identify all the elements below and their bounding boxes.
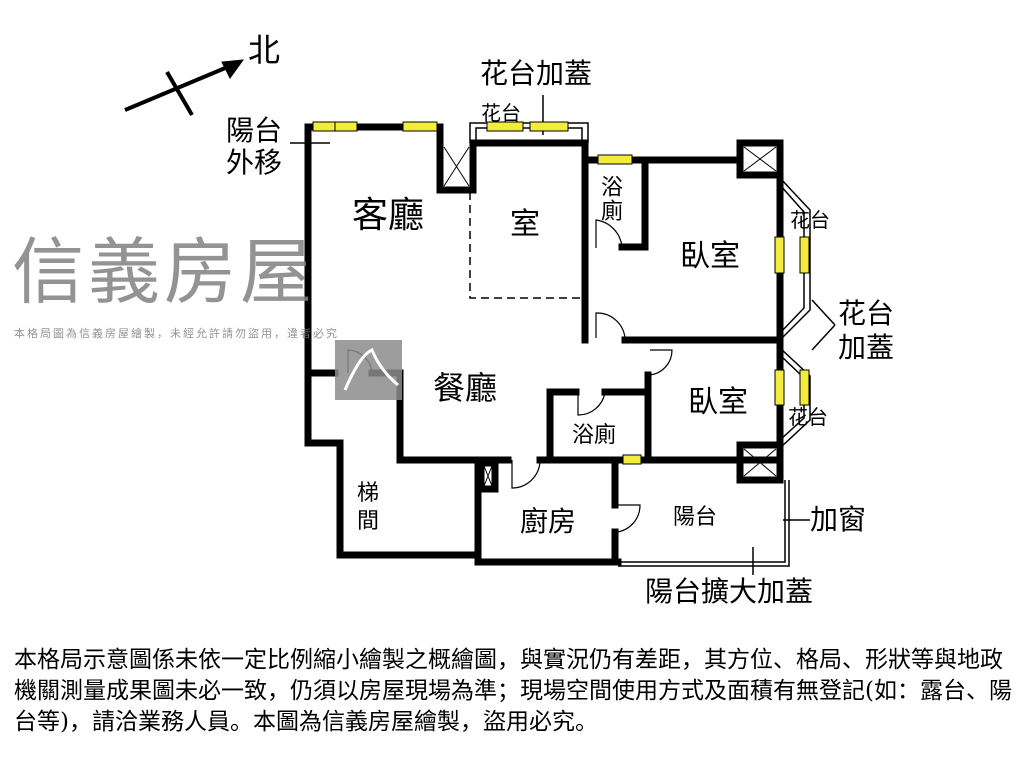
room-room: 室	[510, 207, 540, 242]
room-bedroom2: 臥室	[688, 385, 748, 420]
room-dining: 餐廳	[433, 369, 498, 407]
dashed-partition	[469, 192, 585, 299]
room-bedroom1: 臥室	[680, 239, 740, 274]
north-label: 北	[248, 31, 281, 69]
room-living: 客廳	[352, 195, 425, 236]
annotation-add-window: 加窗	[810, 503, 867, 536]
annotation-balcony-expand: 陽台擴大加蓋	[645, 575, 814, 608]
annotation-planter-cover-right: 花台加蓋	[838, 297, 895, 364]
windows	[312, 121, 810, 465]
annotation-planter-cover-top: 花台加蓋	[480, 57, 593, 90]
room-bath2: 浴廁	[572, 423, 617, 448]
vent-shaft-icons	[443, 146, 777, 487]
room-kitchen: 廚房	[520, 505, 577, 538]
room-bath1: 浴廁	[597, 175, 622, 223]
room-planter-right1: 花台	[790, 208, 830, 232]
watermark-brand: 信義房屋	[12, 230, 317, 314]
annotation-balcony-moved: 陽台外移	[226, 114, 283, 179]
disclaimer-text: 本格局示意圖係未依一定比例縮小繪製之概繪圖，與實況仍有差距，其方位、格局、形狀等…	[14, 647, 1012, 735]
watermark-notice: 本格局圖為信義房屋繪製，未經允許請勿盜用，違者必究	[14, 327, 339, 340]
north-arrow-icon	[124, 59, 245, 117]
room-planter-right2: 花台	[788, 405, 828, 429]
room-stairwell: 梯間	[357, 481, 380, 534]
thin-outlines	[469, 122, 811, 567]
brand-logo-watermark	[335, 340, 402, 400]
room-balcony: 陽台	[673, 505, 718, 530]
room-planter-top: 花台	[481, 101, 521, 125]
